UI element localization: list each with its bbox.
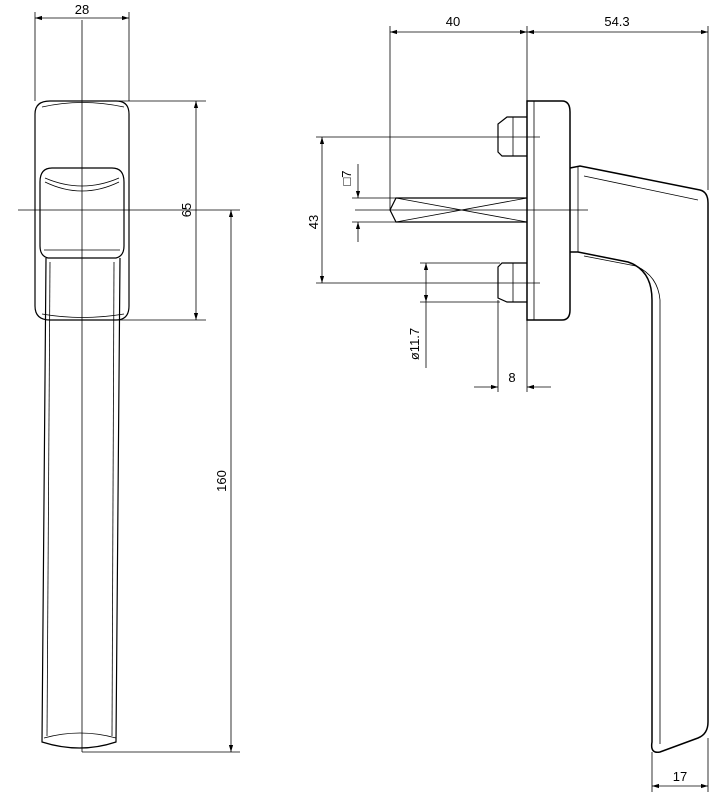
front-view (18, 20, 240, 752)
lever-end-shading (43, 732, 117, 739)
dim-projection: 54.3 (604, 14, 629, 29)
lever-head (39, 167, 125, 259)
dim-boss-diameter: ø11.7 (407, 328, 422, 360)
rosette-top-shading (41, 102, 125, 108)
side-lever (569, 165, 709, 754)
dim-spindle-length: 40 (446, 14, 460, 29)
dim-rosette-height: 65 (179, 203, 194, 217)
dim-front-width: 28 (75, 2, 89, 17)
dim-lever-length: 160 (214, 470, 229, 492)
lower-screw-boss (497, 262, 527, 303)
lever-shaft (41, 257, 121, 749)
side-lever-inner (583, 175, 699, 744)
lever-shaft-inner-left (46, 261, 51, 737)
front-dimensions: 28 65 160 (34, 2, 240, 753)
upper-screw-boss (497, 116, 527, 157)
side-dimensions: 40 54.3 43 □7 ø11.7 8 17 (306, 14, 709, 792)
side-view (355, 100, 709, 754)
lever-shaft-inner-right (111, 261, 115, 737)
dim-lever-thickness: 17 (673, 769, 687, 784)
dim-boss-depth: 8 (508, 370, 515, 385)
side-rosette (526, 100, 571, 321)
rosette-bottom-shading (41, 313, 125, 318)
dim-screw-spacing: 43 (306, 215, 321, 229)
dim-spindle-square: □7 (339, 170, 354, 185)
